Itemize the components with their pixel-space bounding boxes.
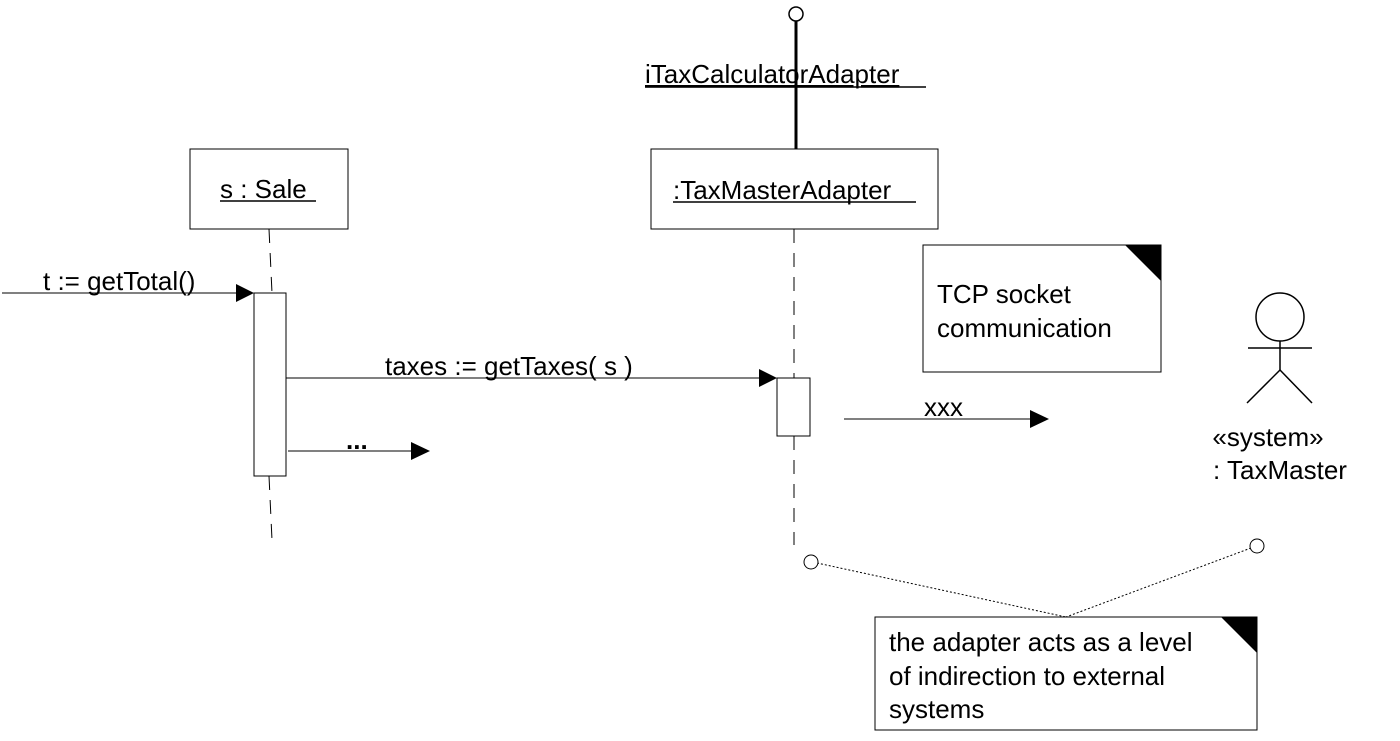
note-anchors [803,538,1265,618]
note-tcp-line1: TCP socket [937,279,1072,309]
anchor-circle-actor [1249,538,1265,554]
note-tcp-fold [1125,245,1161,281]
xxx-arrowhead [1030,410,1049,428]
anchor-line-adapter [816,562,1067,618]
note-indirection-line3: systems [889,694,984,724]
get-taxes-label: taxes := getTaxes( s ) [385,351,633,381]
message-ellipsis: ... [288,425,430,460]
get-total-arrowhead [236,284,254,302]
note-indirection: the adapter acts as a level of indirecti… [874,616,1258,731]
adapter-object-label: :TaxMasterAdapter [673,175,892,205]
get-taxes-arrowhead [759,369,777,387]
sale-lifeline: s : Sale [189,148,349,541]
sale-lifeline-upper [268,228,273,294]
note-tcp-line2: communication [937,313,1112,343]
interface-lollipop: iTaxCalculatorAdapter [645,6,926,149]
sale-activation-bar [253,292,287,477]
sale-lifeline-lower [268,475,273,541]
actor-left-leg [1246,369,1281,404]
get-total-label: t := getTotal() [43,266,195,296]
note-indirection-line1: the adapter acts as a level [889,627,1193,657]
actor-taxmaster: «system» : TaxMaster [1212,292,1347,485]
ellipsis-label: ... [346,425,368,455]
sale-object-label: s : Sale [220,174,307,204]
anchor-circle-adapter [803,554,819,570]
sale-object-box [189,148,349,230]
interface-circle [788,6,804,22]
adapter-activation-bar [776,377,811,437]
anchor-line-actor [1065,547,1252,618]
actor-stereotype: «system» [1212,422,1323,452]
message-xxx: xxx [844,392,1049,428]
message-get-taxes: taxes := getTaxes( s ) [286,351,777,387]
actor-label: : TaxMaster [1213,455,1347,485]
actor-head [1255,292,1305,342]
adapter-lifeline: :TaxMasterAdapter [650,148,939,545]
xxx-label: xxx [924,392,963,422]
note-indirection-fold [1221,617,1257,653]
note-tcp-socket: TCP socket communication [922,244,1162,373]
note-tcp-box [922,244,1162,373]
interface-name: iTaxCalculatorAdapter [645,59,900,89]
note-indirection-box [874,616,1258,731]
note-indirection-line2: of indirection to external [889,661,1165,691]
ellipsis-arrowhead [411,442,430,460]
message-get-total: t := getTotal() [2,266,254,302]
actor-right-leg [1279,369,1313,404]
adapter-object-box [650,148,939,230]
